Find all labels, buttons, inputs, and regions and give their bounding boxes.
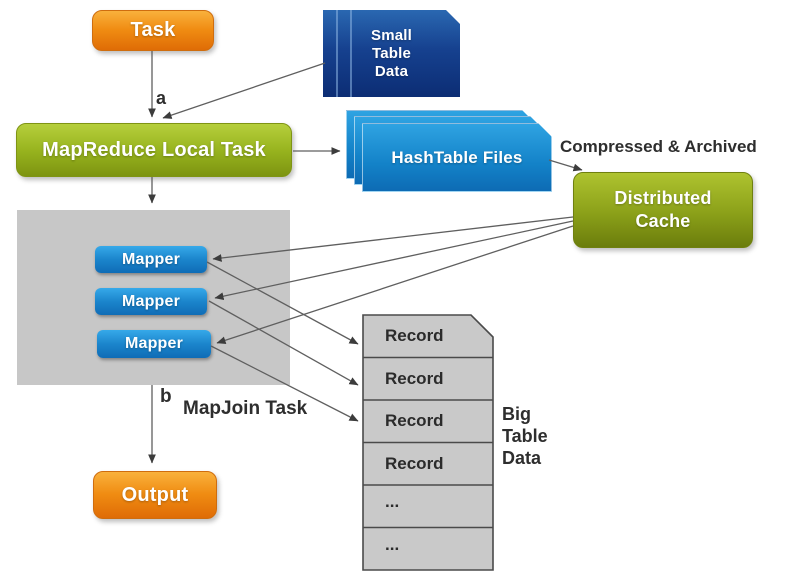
record-row: Record bbox=[385, 411, 444, 430]
distributed-cache-node: Distributed Cache bbox=[573, 172, 753, 248]
mapper-label: Mapper bbox=[121, 292, 181, 310]
hashtable-files-node: HashTable Files bbox=[362, 123, 552, 192]
big-table-data-label: Big Table Data bbox=[502, 404, 548, 468]
record-row-ellipsis: ... bbox=[385, 534, 400, 554]
compressed-archived-label: Compressed & Archived bbox=[560, 137, 757, 156]
output-label: Output bbox=[121, 483, 189, 506]
task-node: Task bbox=[92, 10, 214, 51]
mapjoin-task-label: MapJoin Task bbox=[183, 398, 308, 419]
record-row: Record bbox=[385, 326, 444, 345]
edge-label-a: a bbox=[156, 88, 167, 108]
small-table-data-node: Small Table Data bbox=[323, 10, 460, 97]
small-table-data-label: Small Table Data bbox=[370, 26, 413, 80]
record-row: Record bbox=[385, 453, 444, 473]
output-node: Output bbox=[93, 471, 217, 519]
task-label: Task bbox=[130, 19, 176, 41]
record-row-ellipsis: ... bbox=[385, 492, 400, 511]
mapreduce-local-task-label: MapReduce Local Task bbox=[42, 138, 266, 161]
mapper-2-node: Mapper bbox=[95, 288, 207, 315]
card-page-line bbox=[350, 10, 352, 97]
mapper-3-node: Mapper bbox=[97, 330, 211, 358]
hashtable-files-label: HashTable Files bbox=[391, 147, 523, 167]
distributed-cache-label: Distributed Cache bbox=[614, 188, 712, 231]
record-row: Record bbox=[385, 368, 444, 388]
mapper-label: Mapper bbox=[124, 335, 184, 352]
mapper-label: Mapper bbox=[121, 250, 181, 268]
mapper-1-node: Mapper bbox=[95, 246, 207, 273]
card-page-line bbox=[336, 10, 338, 97]
mapreduce-local-task-node: MapReduce Local Task bbox=[16, 123, 292, 177]
edge-label-b: b bbox=[160, 386, 172, 407]
